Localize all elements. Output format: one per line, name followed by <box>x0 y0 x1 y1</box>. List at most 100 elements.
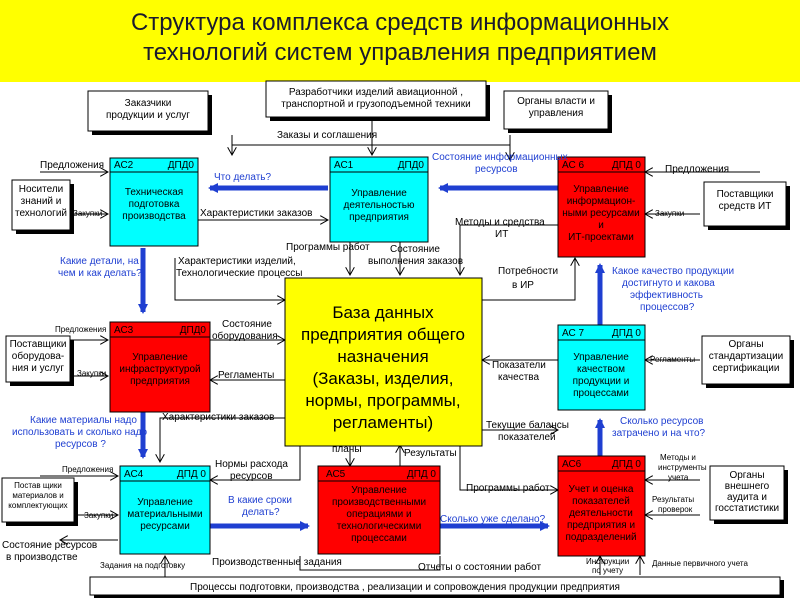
activity-label: качеством <box>577 364 625 375</box>
label-ir-needs: Потребности <box>498 265 558 277</box>
activity-box-ac3: АС3 ДПД0 Управление инфраструктурой пред… <box>109 321 211 413</box>
database-line: регламенты) <box>333 413 433 432</box>
activity-label: производственными <box>332 497 426 508</box>
label-primary-data: Данные первичного учета <box>652 559 748 568</box>
database-line: База данных <box>332 303 434 322</box>
activity-label: деятельности <box>569 508 633 519</box>
label-it-methods: ИТ <box>495 229 508 240</box>
entity-label: материалов и <box>12 491 63 500</box>
activity-code: АС4 <box>124 469 144 480</box>
activity-label: Учет и оценка <box>569 484 634 495</box>
label-resource-state: Состояние ресурсов <box>2 540 97 551</box>
label-audit-results: проверок <box>658 505 693 514</box>
label-tasks-preparation: Задания на подготовку <box>100 561 185 570</box>
label-reglaments: Регламенты <box>218 370 274 381</box>
title-line-2: технологий систем управления предприятие… <box>143 39 657 66</box>
activity-label: деятельностью <box>344 200 415 211</box>
activity-label: ными ресурсами <box>562 208 640 219</box>
activity-box-ac5: АС5 ДПД 0 Управление производственными о… <box>317 465 441 555</box>
entity-audit: Органы внешнего аудита и госстатистики <box>709 465 788 524</box>
label-purchases: Закупки <box>73 209 102 218</box>
activity-label: предприятия <box>349 212 409 223</box>
label-results: Результаты <box>404 448 457 459</box>
activity-label: материальными <box>127 509 202 520</box>
database-line: нормы, программы, <box>305 391 460 410</box>
activity-code: АС1 <box>334 160 354 171</box>
title-banner <box>0 0 800 82</box>
label-order-characteristics: Характеристики заказов <box>162 412 274 423</box>
label-materials-question: Какие материалы надо <box>30 415 137 426</box>
label-resource-state: в производстве <box>6 552 78 563</box>
activity-label: Управление <box>573 352 629 363</box>
activity-box-ac7: АС 7 ДПД 0 Управление качеством продукци… <box>557 324 646 411</box>
entity-label: комплектующих <box>8 501 67 510</box>
label-quality-question: эффективность <box>630 289 703 301</box>
label-reglaments: Регламенты <box>650 355 695 364</box>
entity-label: Поставщики <box>10 339 67 350</box>
label-ir-needs: в ИР <box>512 280 534 291</box>
label-proposals: Предложения <box>665 164 729 175</box>
database-line: предприятия общего <box>301 325 465 344</box>
activity-label: процессами <box>351 533 407 544</box>
label-audit-results: Результаты <box>652 495 694 504</box>
entity-label: оборудова- <box>12 350 64 362</box>
entity-label: сертификации <box>713 362 780 374</box>
entity-label: ния и услуг <box>12 363 64 374</box>
activity-label: предприятия и <box>567 520 635 531</box>
label-quality-question: процессов? <box>640 302 695 313</box>
entity-customers: Заказчики продукции и услуг <box>87 90 212 135</box>
label-what-to-do: Что делать? <box>214 172 272 183</box>
label-work-programs: Программы работ <box>466 482 550 494</box>
entity-equipment-suppliers: Поставщики оборудова- ния и услуг <box>5 335 74 386</box>
entity-label: продукции и услуг <box>106 110 190 121</box>
entity-it-suppliers: Поставщики средств ИТ <box>703 181 790 230</box>
activity-box-ac6-it: АС 6 ДПД 0 Управление информацион- ными … <box>557 156 646 258</box>
entity-label: Постав щики <box>14 481 62 490</box>
title-line-1: Структура комплекса средств информационн… <box>130 9 670 36</box>
label-materials-question: использовать и сколько надо <box>12 427 148 438</box>
activity-label: процессами <box>573 388 629 399</box>
label-resources-state: ресурсов <box>475 164 518 175</box>
label-orders-state: Состояние <box>390 244 440 255</box>
entity-label: Органы <box>728 339 763 350</box>
activity-label: Техническая <box>125 187 183 198</box>
label-it-methods: Методы и средства <box>455 217 545 228</box>
label-work-programs: Программы работ <box>286 241 370 253</box>
entity-processes: Процессы подготовки, производства , реал… <box>89 576 784 598</box>
activity-node: ДПД 0 <box>612 328 642 339</box>
activity-label: информацион- <box>567 195 636 207</box>
activity-label: продукции и <box>573 376 630 387</box>
label-details-question: Какие детали, на <box>60 256 139 267</box>
label-plans: планы <box>332 444 362 455</box>
diagram-title: Структура комплекса средств информационн… <box>0 8 800 68</box>
entity-label: Органы власти и <box>517 96 595 107</box>
activity-label: и <box>598 220 604 231</box>
label-work-reports: Отчеты о состоянии работ <box>418 561 541 573</box>
arrow-labels: Заказы и соглашения Предложения Предложе… <box>2 130 748 575</box>
activity-node: ДПД 0 <box>612 160 642 171</box>
activity-node: ДПД0 <box>180 325 207 336</box>
activity-label: операциями и <box>346 509 411 520</box>
activity-label: Управление <box>351 188 407 199</box>
entity-label: стандартизации <box>709 351 784 362</box>
activity-label: предприятия <box>130 376 190 387</box>
label-production-tasks: Производственные задания <box>212 557 342 568</box>
label-purchases: Закупки <box>84 511 113 520</box>
entity-label: Заказчики <box>125 98 172 109</box>
entity-knowledge: Носители знаний и технологий <box>11 179 74 234</box>
label-product-characteristics: Характеристики изделий, <box>178 256 296 267</box>
label-orders-state: выполнения заказов <box>368 256 463 267</box>
activity-box-ac6-accounting: АС6 ДПД 0 Учет и оценка показателей деят… <box>557 455 646 557</box>
blue-flow-arrows <box>138 183 605 531</box>
entity-label: Органы <box>729 470 764 481</box>
activity-label: технологическими <box>337 521 422 532</box>
label-deadlines-question: В какие сроки <box>228 495 292 506</box>
activity-node: ДПД 0 <box>407 469 437 480</box>
activity-label: Управление <box>137 497 193 508</box>
connector-lines <box>40 108 760 580</box>
label-resources-question: Сколько ресурсов <box>620 416 703 427</box>
label-methods-tools: инструменты <box>658 463 707 472</box>
label-instructions: Инструкции <box>586 557 629 566</box>
label-equipment-state: Состояние <box>222 319 272 330</box>
